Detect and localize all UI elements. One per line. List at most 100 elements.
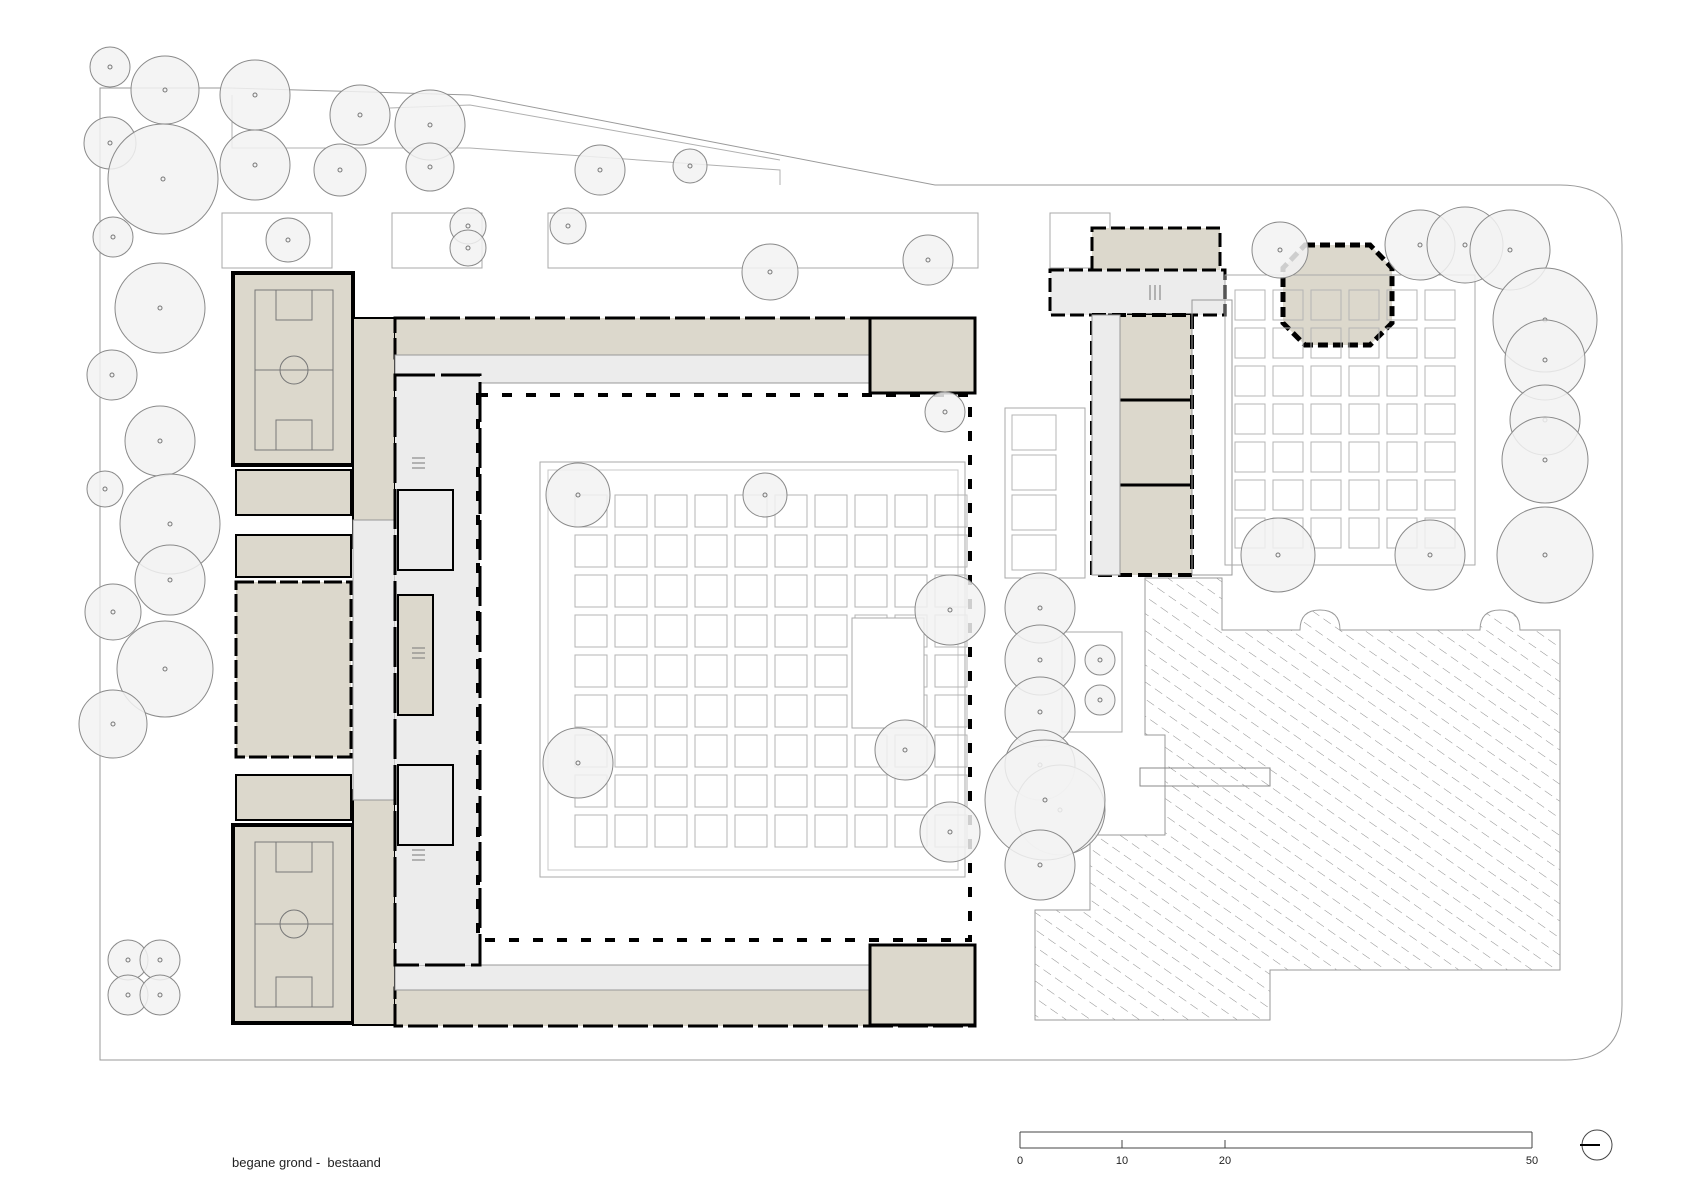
garden-plot (655, 495, 687, 527)
garden-plot (655, 735, 687, 767)
tree-icon (546, 463, 610, 527)
garden-plot (1349, 366, 1379, 396)
garden-plot (1273, 442, 1303, 472)
garden-plot (775, 815, 807, 847)
garden-plot (815, 735, 847, 767)
garden-plot (815, 535, 847, 567)
scale-tick-50: 50 (1526, 1155, 1538, 1167)
tree-icon (1252, 222, 1308, 278)
garden-plot (1311, 366, 1341, 396)
garden-plot (1235, 328, 1265, 358)
garden-plot (695, 575, 727, 607)
garden-plot (935, 495, 967, 527)
garden-plot (935, 535, 967, 567)
garden-plot (815, 615, 847, 647)
garden-plot (815, 655, 847, 687)
garden-plot (815, 775, 847, 807)
garden-plot (615, 775, 647, 807)
garden-plot (1349, 404, 1379, 434)
garden-plot (1425, 366, 1455, 396)
tree-icon (87, 471, 123, 507)
passage-garden (1005, 408, 1085, 578)
left-strip-north (353, 318, 395, 548)
scale-tick-0: 0 (1017, 1155, 1023, 1167)
garden-plot (615, 535, 647, 567)
garden-plot (615, 815, 647, 847)
garden-plot (1273, 404, 1303, 434)
garden-plot (895, 535, 927, 567)
garden-plot (735, 655, 767, 687)
west-room-1 (398, 490, 453, 570)
garden-plot (1311, 442, 1341, 472)
garden-plot (1311, 404, 1341, 434)
garden-plot (1387, 366, 1417, 396)
garden-plot (935, 735, 967, 767)
garden-plot (615, 695, 647, 727)
garden-plot (655, 815, 687, 847)
garden-plot (615, 615, 647, 647)
tree-icon (135, 545, 205, 615)
tree-icon (550, 208, 586, 244)
garden-plot (855, 575, 887, 607)
garden-plot (615, 655, 647, 687)
left-corridor (353, 520, 395, 800)
garden-plot (655, 535, 687, 567)
garden-plot (1387, 404, 1417, 434)
garden-plot (615, 575, 647, 607)
tree-icon (140, 975, 180, 1015)
garden-plot (1387, 480, 1417, 510)
garden-plot (735, 575, 767, 607)
tree-icon (87, 350, 137, 400)
east-top-block (1092, 228, 1220, 273)
garden-plot (575, 615, 607, 647)
tree-icon (915, 575, 985, 645)
south-wing-corridor (395, 965, 870, 990)
garden-plot (1235, 480, 1265, 510)
tree-icon (314, 144, 366, 196)
garden-plot (575, 655, 607, 687)
east-entry-corridor (1050, 270, 1225, 315)
garden-plot (1349, 480, 1379, 510)
east-corridor (1092, 315, 1120, 575)
west-room-3 (398, 765, 453, 845)
garden-plot (615, 495, 647, 527)
garden-plot (775, 655, 807, 687)
tree-icon (90, 47, 130, 87)
room-left-b (236, 535, 351, 577)
scale-bar (1020, 1132, 1532, 1148)
garden-plot (1273, 366, 1303, 396)
garden-plot (1311, 518, 1341, 548)
garden-plot (575, 815, 607, 847)
courtyard-pavilion (852, 618, 924, 728)
paved-area-hatched (1035, 578, 1560, 1020)
tree-icon (220, 130, 290, 200)
garden-plot (1349, 442, 1379, 472)
garden-plot (575, 575, 607, 607)
garden-plot (735, 615, 767, 647)
tree-icon (115, 263, 205, 353)
tree-icon (1005, 830, 1075, 900)
tree-icon (450, 230, 486, 266)
left-wing (233, 273, 395, 1025)
garden-plot (855, 815, 887, 847)
tree-icon (575, 145, 625, 195)
room-left-c (236, 775, 351, 820)
garden-plot (1235, 366, 1265, 396)
scale-tick-10: 10 (1116, 1155, 1128, 1167)
garden-plot (695, 815, 727, 847)
north-arrow-icon (1580, 1130, 1612, 1160)
garden-plot (775, 775, 807, 807)
garden-plot (735, 735, 767, 767)
garden-plot (1311, 480, 1341, 510)
tree-icon (79, 690, 147, 758)
tree-icon (140, 940, 180, 980)
garden-plot (855, 775, 887, 807)
tree-icon (673, 149, 707, 183)
tree-icon (93, 217, 133, 257)
sports-hall-north (233, 273, 353, 465)
tree-icon (743, 473, 787, 517)
garden-plot (695, 655, 727, 687)
drawing-title: begane grond - bestaand (232, 1155, 381, 1170)
garden-plot (735, 775, 767, 807)
tree-icon (108, 124, 218, 234)
